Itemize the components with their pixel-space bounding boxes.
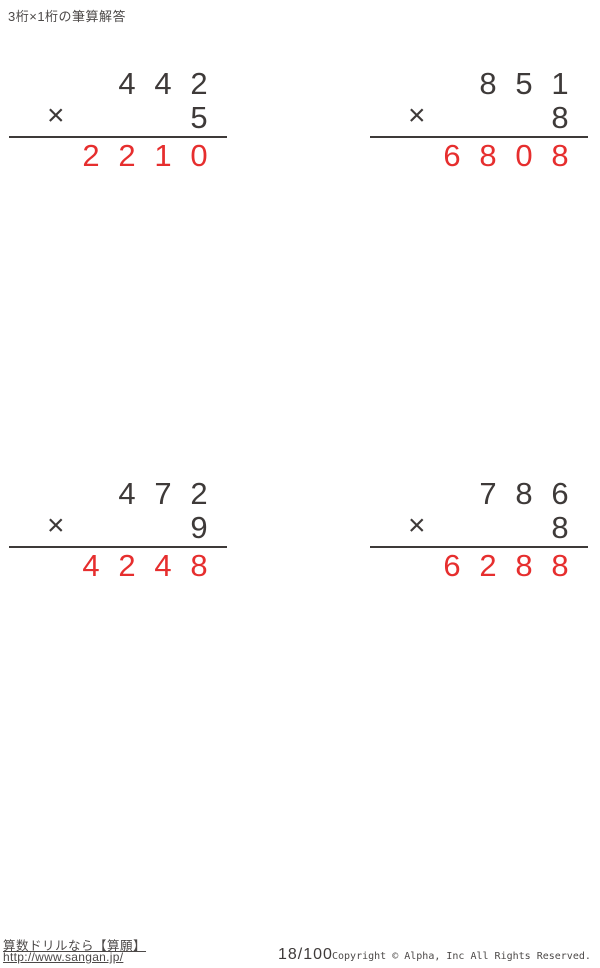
- digit: 5: [190, 100, 208, 135]
- digit: 8: [479, 66, 497, 101]
- multiplicand-row: 4 4 2: [9, 65, 227, 103]
- answer-digit: 2: [118, 548, 136, 583]
- site-url-link[interactable]: http://www.sangan.jp/: [3, 950, 124, 964]
- answer-line: [9, 546, 227, 548]
- multiply-operator: ×: [408, 509, 426, 542]
- answer-line: [9, 136, 227, 138]
- answer-digit: 2: [82, 138, 100, 173]
- answer-digit: 0: [190, 138, 208, 173]
- multiply-operator: ×: [408, 99, 426, 132]
- answer-digit: 4: [154, 548, 172, 583]
- multiplier-row: × 9: [9, 509, 227, 546]
- digit: 8: [515, 476, 533, 511]
- answer-digit: 8: [551, 548, 569, 583]
- digit: 2: [190, 476, 208, 511]
- answer-digit: 8: [551, 138, 569, 173]
- multiply-operator: ×: [47, 509, 65, 542]
- digit: 1: [551, 66, 569, 101]
- digit: 5: [515, 66, 533, 101]
- digit: 6: [551, 476, 569, 511]
- digit: 7: [479, 476, 497, 511]
- answer-digit: 8: [190, 548, 208, 583]
- multiplicand-row: 4 7 2: [9, 475, 227, 513]
- digit: 4: [118, 476, 136, 511]
- answer-digit: 2: [118, 138, 136, 173]
- answer-digit: 4: [82, 548, 100, 583]
- answer-digit: 1: [154, 138, 172, 173]
- problem-4: 7 8 6 × 8 6 2 8 8: [370, 475, 588, 584]
- digit: 4: [118, 66, 136, 101]
- multiplicand-row: 7 8 6: [370, 475, 588, 513]
- digit: 8: [551, 100, 569, 135]
- digit: 2: [190, 66, 208, 101]
- product-row: 6 2 8 8: [370, 548, 588, 584]
- answer-digit: 0: [515, 138, 533, 173]
- product-row: 4 2 4 8: [9, 548, 227, 584]
- problem-3: 4 7 2 × 9 4 2 4 8: [9, 475, 227, 584]
- multiplier-row: × 8: [370, 509, 588, 546]
- problem-1: 4 4 2 × 5 2 2 1 0: [9, 65, 227, 174]
- multiplicand-row: 8 5 1: [370, 65, 588, 103]
- answer-line: [370, 546, 588, 548]
- page-number: 18/100: [278, 946, 333, 963]
- page-title: 3桁×1桁の筆算解答: [8, 9, 127, 24]
- answer-digit: 6: [443, 138, 461, 173]
- digit: 9: [190, 510, 208, 545]
- answer-digit: 8: [479, 138, 497, 173]
- answer-digit: 2: [479, 548, 497, 583]
- product-row: 2 2 1 0: [9, 138, 227, 174]
- answer-digit: 8: [515, 548, 533, 583]
- answer-digit: 6: [443, 548, 461, 583]
- answer-line: [370, 136, 588, 138]
- copyright-text: Copyright © Alpha, Inc All Rights Reserv…: [332, 951, 591, 962]
- product-row: 6 8 0 8: [370, 138, 588, 174]
- digit: 4: [154, 66, 172, 101]
- multiplier-row: × 8: [370, 99, 588, 136]
- multiply-operator: ×: [47, 99, 65, 132]
- problem-2: 8 5 1 × 8 6 8 0 8: [370, 65, 588, 174]
- multiplier-row: × 5: [9, 99, 227, 136]
- digit: 7: [154, 476, 172, 511]
- digit: 8: [551, 510, 569, 545]
- site-name-link[interactable]: 算数ドリルなら【算願】: [3, 939, 147, 953]
